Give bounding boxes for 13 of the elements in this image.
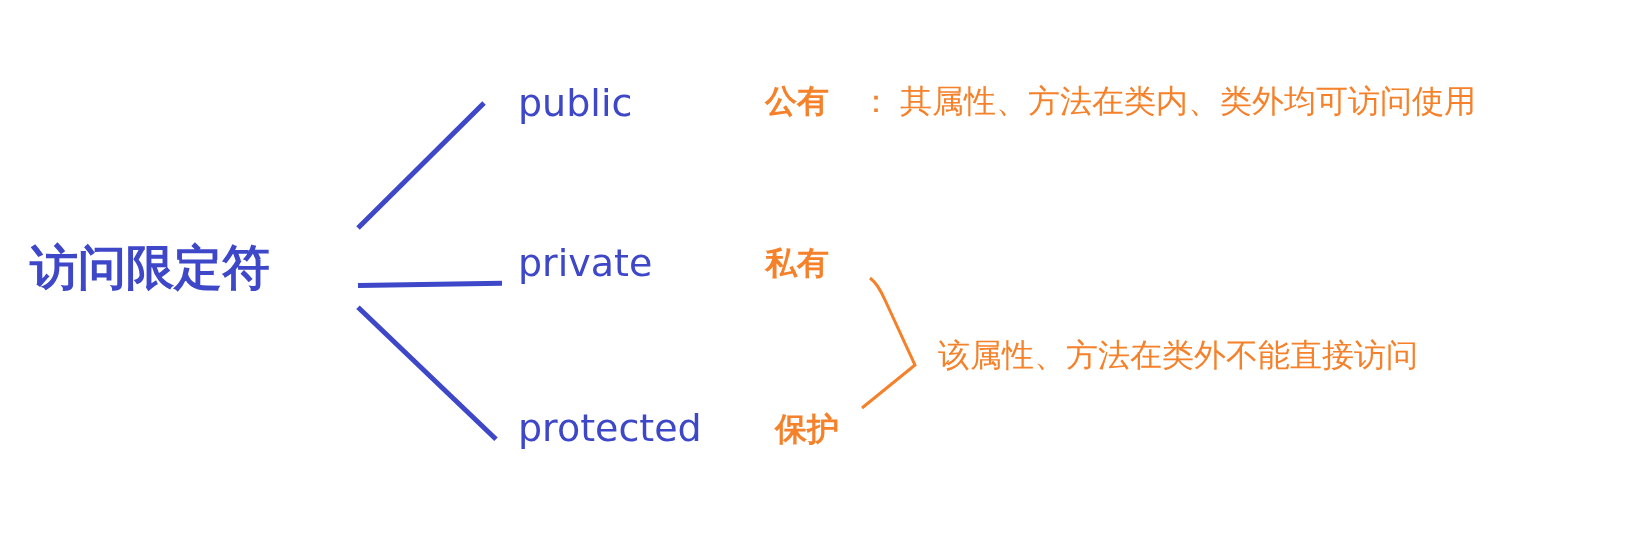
connector-line: [357, 280, 503, 289]
description-text: 其属性、方法在类内、类外均可访问使用: [900, 81, 1476, 122]
term-label: 公有: [765, 81, 829, 122]
connector-line: [356, 101, 486, 230]
keyword-label: public: [518, 81, 633, 125]
term-label: 私有: [765, 243, 829, 284]
root-term: 访问限定符: [30, 238, 270, 297]
connector-line: [356, 305, 498, 441]
description-text: 该属性、方法在类外不能直接访问: [938, 335, 1418, 376]
keyword-label: private: [518, 241, 653, 285]
term-label: 保护: [775, 409, 839, 450]
colon-label: ：: [860, 81, 892, 122]
keyword-label: protected: [518, 406, 702, 450]
